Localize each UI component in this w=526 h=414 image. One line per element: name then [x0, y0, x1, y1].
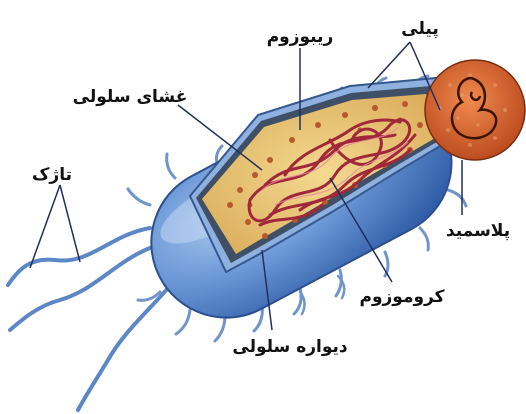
label-cell-wall: دیواره سلولی	[232, 337, 348, 357]
label-plasmid: پلاسمید	[446, 221, 510, 241]
label-flagellum: تاژک	[32, 165, 72, 185]
label-cell-membrane: غشای سلولی	[73, 87, 188, 107]
label-pili: پیلی	[401, 19, 438, 39]
flagella	[8, 228, 175, 410]
label-ribosome: ریبوزوم	[267, 27, 334, 47]
flagellum-strand	[78, 280, 175, 410]
label-chromosome: کروموزوم	[359, 287, 444, 307]
